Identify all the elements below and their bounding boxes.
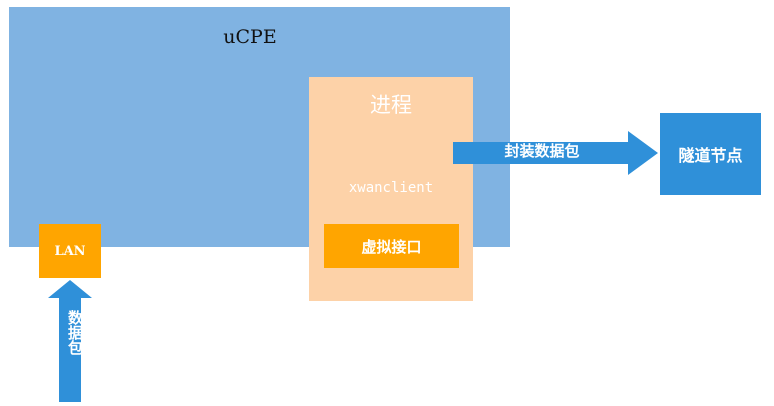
virtual-interface-box: 虚拟接口 <box>324 224 459 268</box>
encapsulate-arrow <box>453 131 658 175</box>
tunnel-node-label: 隧道节点 <box>678 146 743 165</box>
right-arrow-shape <box>453 131 658 175</box>
lan-label: LAN <box>54 243 86 259</box>
ucpe-label: uCPE <box>223 26 277 48</box>
lan-box: LAN <box>39 224 101 278</box>
encapsulate-arrow-label: 封装数据包 <box>504 142 580 160</box>
process-title: 进程 <box>370 93 412 117</box>
packet-in-arrow <box>48 280 92 402</box>
packet-in-arrow-label: 数据包 <box>66 310 84 355</box>
process-name: xwanclient <box>348 180 434 196</box>
tunnel-node-box: 隧道节点 <box>660 113 761 195</box>
virtual-interface-label: 虚拟接口 <box>361 237 422 256</box>
up-arrow-shape <box>48 280 92 402</box>
